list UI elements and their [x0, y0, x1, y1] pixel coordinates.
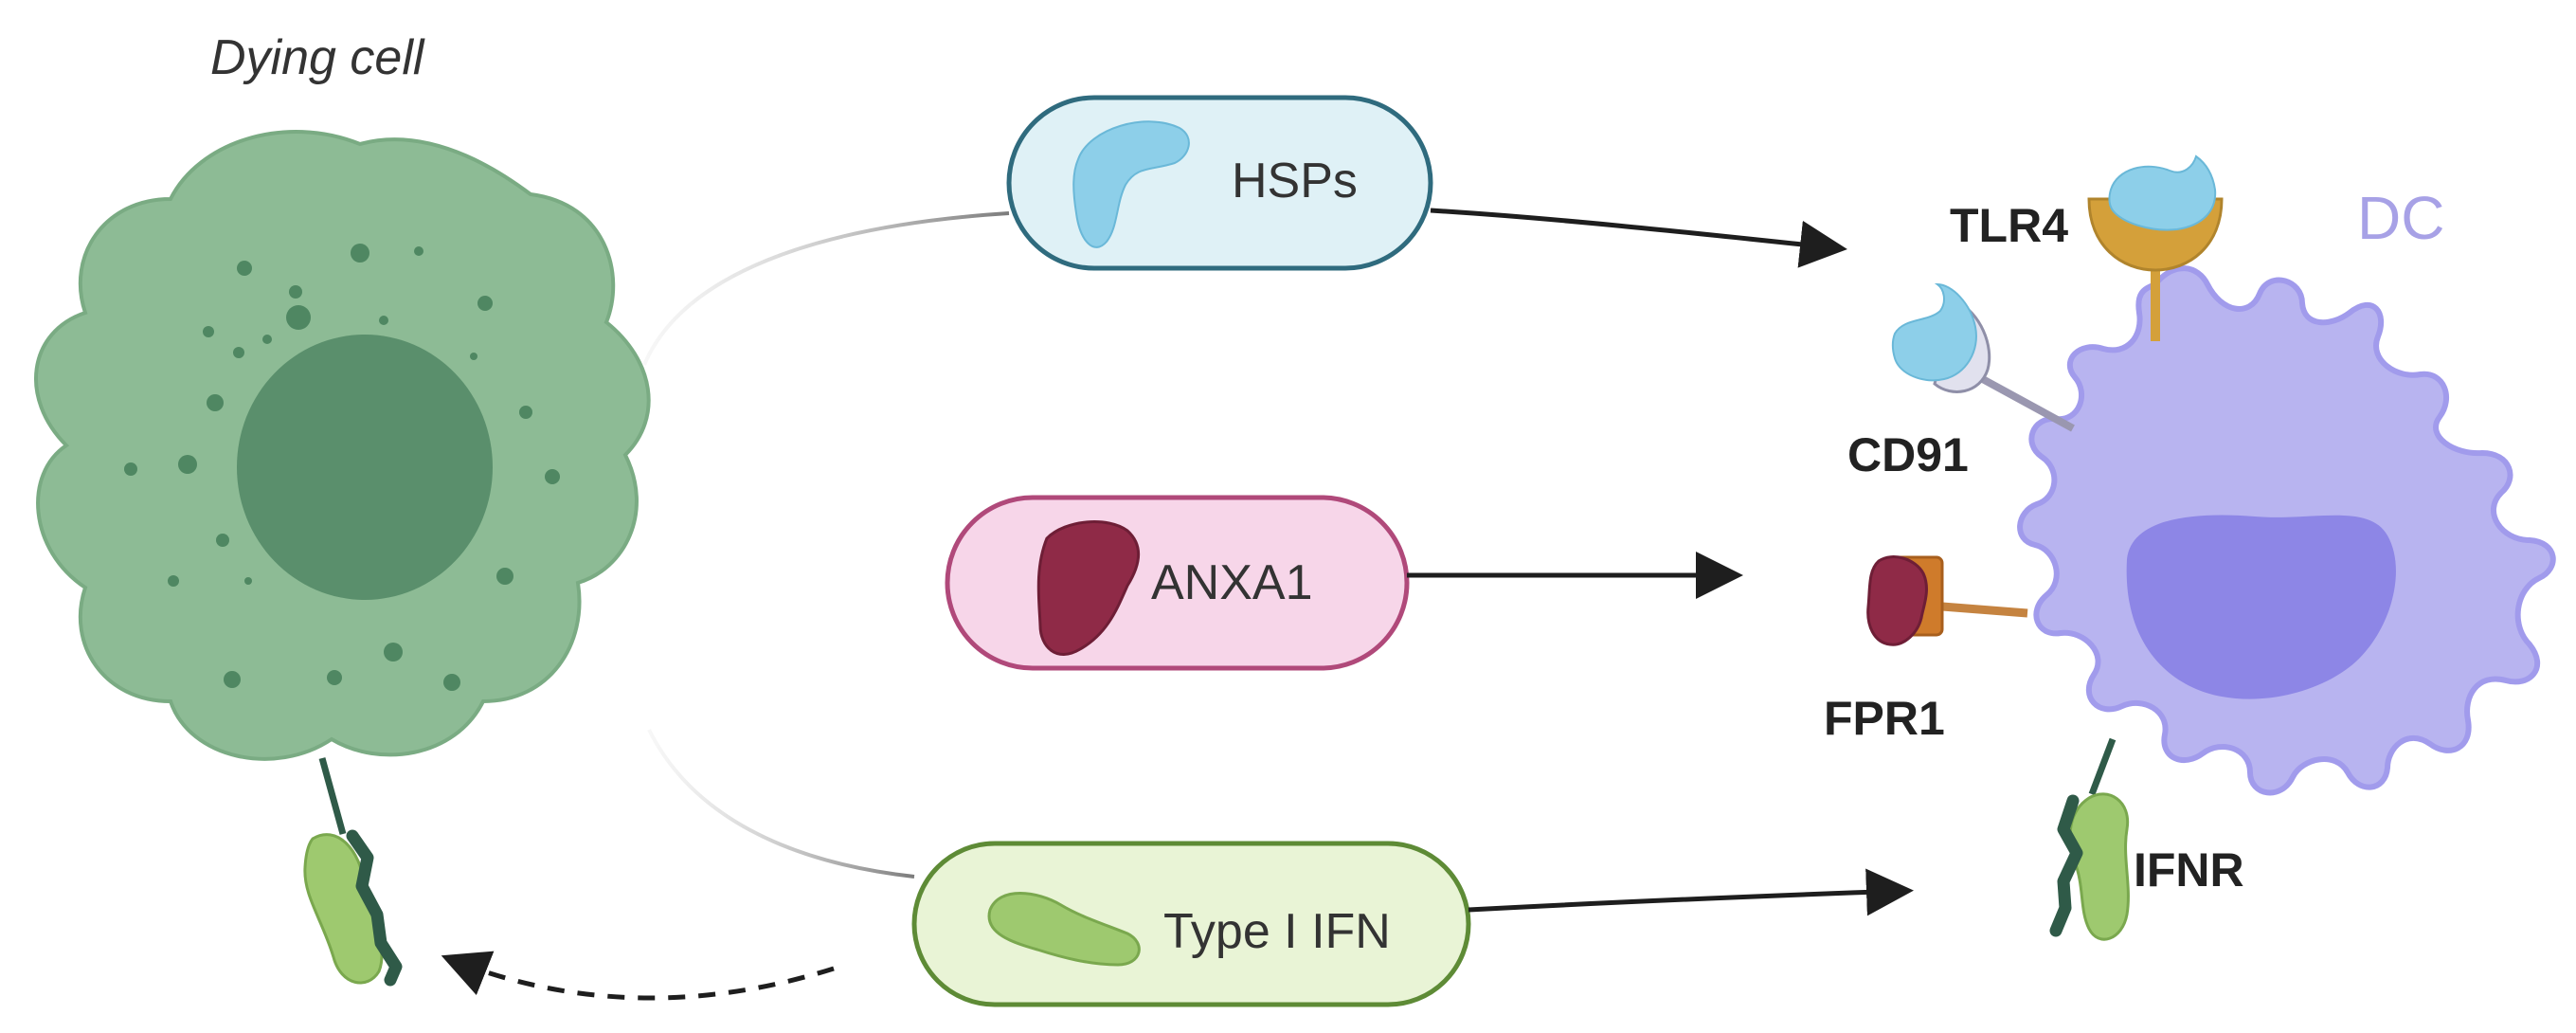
pill-type-i-ifn-label: Type I IFN: [1163, 904, 1391, 959]
dying-cell-ifnr: [303, 757, 403, 987]
ifn-icon: [987, 892, 1141, 967]
arrow-ifn-to-ifnr: [1468, 868, 1914, 916]
dc-nucleus: [2126, 515, 2396, 699]
pill-anxa1-label: ANXA1: [1151, 555, 1313, 610]
tlr4-receptor: TLR4: [1950, 154, 2224, 341]
fpr1-receptor: FPR1: [1824, 555, 2028, 745]
arrow-ifn-autocrine: [441, 951, 835, 1001]
pill-anxa1: ANXA1: [945, 495, 1410, 671]
cd91-receptor: CD91: [1847, 282, 2075, 481]
cd91-label: CD91: [1847, 428, 1969, 481]
connector-ifn: [647, 729, 915, 879]
dc-label: DC: [2357, 184, 2444, 252]
dc-ifnr-receptor: IFNR: [2049, 737, 2244, 941]
dying-cell-nucleus: [237, 335, 493, 600]
arrow-hsps-to-tlr4: [1430, 208, 1847, 268]
dying-cell-label: Dying cell: [210, 30, 425, 85]
cd91-bound-hsp-icon: [1891, 282, 1977, 382]
connector-hsps: [642, 211, 1010, 366]
tlr4-label: TLR4: [1950, 199, 2068, 252]
pill-hsps-label: HSPs: [1232, 154, 1358, 208]
pill-type-i-ifn: Type I IFN: [911, 841, 1471, 1007]
fpr1-bound-anxa1-icon: [1866, 555, 1928, 646]
anxa1-icon: [1036, 520, 1141, 656]
tlr4-bound-hsp-icon: [2108, 154, 2217, 231]
fpr1-label: FPR1: [1824, 692, 1945, 745]
dendritic-cell: DC: [2017, 184, 2556, 796]
pill-hsps: HSPs: [1006, 95, 1433, 271]
dying-cell-granules: [124, 244, 560, 691]
dying-cell: Dying cell: [34, 30, 651, 761]
ifnr-label: IFNR: [2134, 843, 2244, 897]
hsp-icon: [1072, 120, 1190, 248]
dc-bound-ifn-icon: [2068, 792, 2130, 941]
